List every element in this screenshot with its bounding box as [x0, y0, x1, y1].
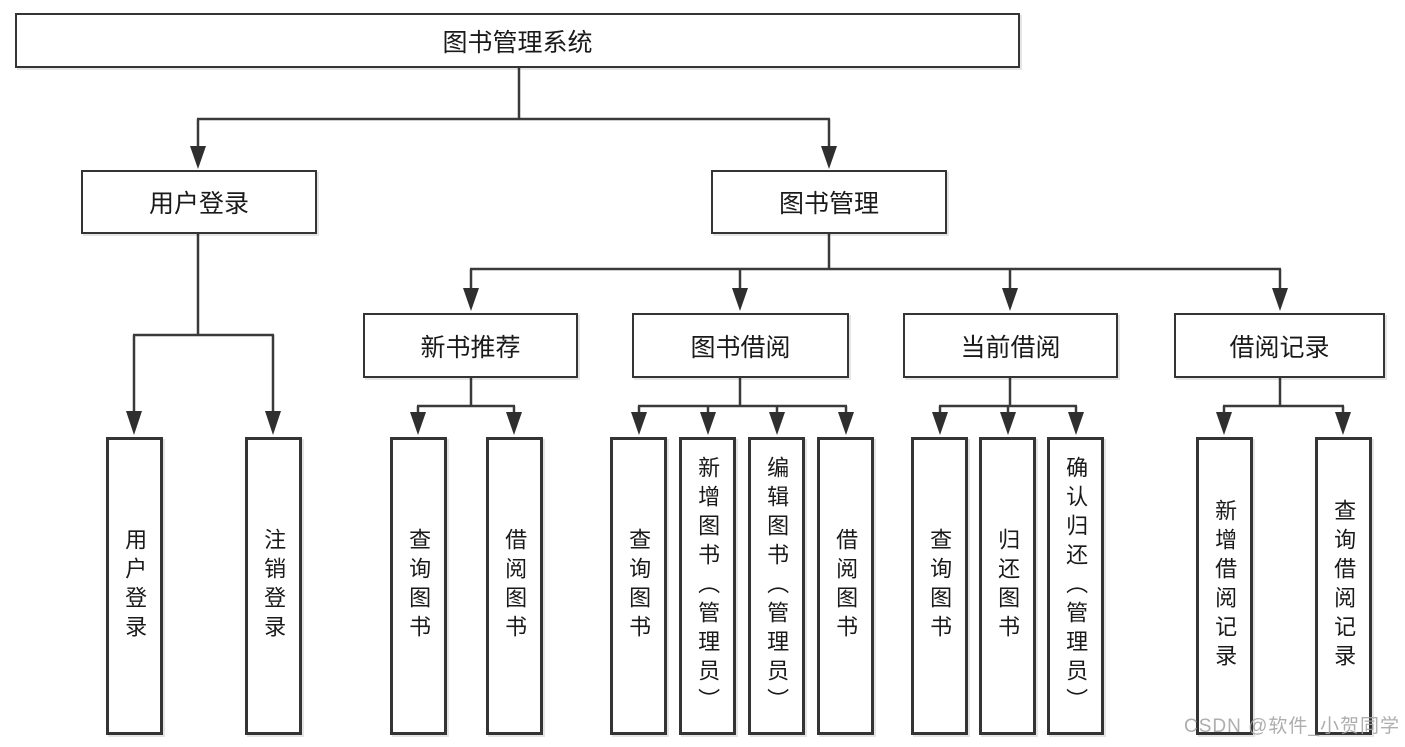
leaf-query-borrow-record: 查询借阅记录 — [1315, 437, 1372, 735]
leaf-query-borrow-record-label: 查询借阅记录 — [1331, 499, 1357, 673]
leaf-borrow-books-recommend-label: 借阅图书 — [502, 528, 528, 644]
node-borrowing-records: 借阅记录 — [1174, 313, 1385, 378]
leaf-confirm-return-admin: 确认归还（管理员） — [1047, 437, 1104, 735]
node-book-borrowing-label: 图书借阅 — [690, 333, 791, 362]
leaf-query-books-current-label: 查询图书 — [927, 528, 953, 644]
leaf-add-borrow-record: 新增借阅记录 — [1196, 437, 1253, 735]
leaf-add-book-admin-label: 新增图书（管理员） — [695, 455, 721, 717]
node-current-borrowing: 当前借阅 — [903, 313, 1118, 378]
csdn-watermark: CSDN @软件_小贺同学 — [1184, 716, 1400, 737]
leaf-return-book-label: 归还图书 — [995, 528, 1021, 644]
node-book-management: 图书管理 — [711, 170, 947, 234]
connector-book-management-to-categories — [463, 234, 1288, 311]
leaf-borrow-books-recommend: 借阅图书 — [486, 437, 543, 735]
connector-root-to-level2 — [190, 68, 837, 169]
node-new-book-recommendation-label: 新书推荐 — [420, 333, 521, 362]
leaf-user-login-label: 用户登录 — [122, 528, 148, 644]
leaf-logout-label: 注销登录 — [261, 528, 287, 644]
leaf-query-books-recommend: 查询图书 — [390, 437, 447, 735]
leaf-return-book: 归还图书 — [979, 437, 1036, 735]
leaf-query-books-borrow: 查询图书 — [610, 437, 667, 735]
connector-book-borrowing-to-leaves — [631, 378, 854, 435]
leaf-logout: 注销登录 — [245, 437, 302, 735]
connector-user-login-to-leaves — [126, 234, 281, 435]
node-user-login: 用户登录 — [81, 170, 317, 234]
leaf-confirm-return-admin-label: 确认归还（管理员） — [1063, 455, 1089, 717]
node-root: 图书管理系统 — [15, 13, 1020, 68]
connector-borrowing-records-to-leaves — [1216, 378, 1351, 435]
leaf-borrow-books: 借阅图书 — [817, 437, 874, 735]
leaf-query-books-borrow-label: 查询图书 — [626, 528, 652, 644]
connector-current-borrowing-to-leaves — [932, 378, 1084, 435]
node-book-management-label: 图书管理 — [778, 190, 879, 218]
node-user-login-label: 用户登录 — [148, 190, 249, 218]
leaf-edit-book-admin: 编辑图书（管理员） — [748, 437, 805, 735]
node-root-label: 图书管理系统 — [442, 28, 593, 57]
node-new-book-recommendation: 新书推荐 — [363, 313, 578, 378]
leaf-add-book-admin: 新增图书（管理员） — [679, 437, 736, 735]
node-book-borrowing: 图书借阅 — [632, 313, 849, 378]
leaf-user-login: 用户登录 — [106, 437, 163, 735]
node-borrowing-records-label: 借阅记录 — [1229, 333, 1330, 362]
leaf-add-borrow-record-label: 新增借阅记录 — [1212, 499, 1238, 673]
node-current-borrowing-label: 当前借阅 — [960, 333, 1061, 362]
leaf-edit-book-admin-label: 编辑图书（管理员） — [764, 455, 790, 717]
leaf-borrow-books-label: 借阅图书 — [833, 528, 859, 644]
leaf-query-books-recommend-label: 查询图书 — [406, 528, 432, 644]
connector-new-book-recommendation-to-leaves — [410, 378, 522, 435]
leaf-query-books-current: 查询图书 — [911, 437, 968, 735]
